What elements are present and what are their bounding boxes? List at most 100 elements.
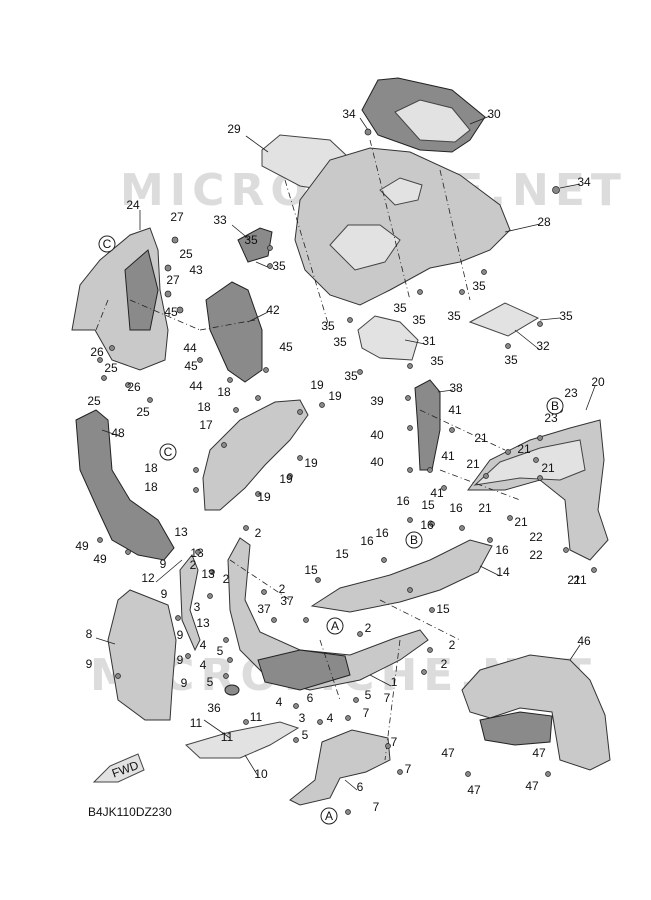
callout-2: 2 xyxy=(279,582,286,596)
callout-35: 35 xyxy=(412,313,426,327)
callout-9: 9 xyxy=(86,657,93,671)
part-28-hood xyxy=(294,147,511,306)
callout-19: 19 xyxy=(310,378,324,392)
callout-18: 18 xyxy=(217,385,231,399)
callout-49: 49 xyxy=(93,552,107,566)
callout-7: 7 xyxy=(391,735,398,749)
ref-marker-c: C xyxy=(98,235,116,253)
callout-37: 37 xyxy=(257,602,271,616)
centerline-1 xyxy=(284,179,331,331)
callout-17: 17 xyxy=(199,418,213,432)
ref-marker-label: A xyxy=(331,619,339,633)
ref-marker-label: C xyxy=(164,445,173,459)
callout-3: 3 xyxy=(194,600,201,614)
part-20-fender-face xyxy=(473,439,586,486)
callout-35: 35 xyxy=(321,319,335,333)
callout-35: 35 xyxy=(430,354,444,368)
callout-35: 35 xyxy=(559,309,573,323)
fwd-arrow: FWD xyxy=(92,753,145,783)
callout-13: 13 xyxy=(201,567,215,581)
callout-29: 29 xyxy=(227,122,241,136)
centerline-5 xyxy=(199,319,256,331)
callout-19: 19 xyxy=(279,472,293,486)
callout-21: 21 xyxy=(466,457,480,471)
callout-16: 16 xyxy=(360,534,374,548)
callout-44: 44 xyxy=(183,341,197,355)
centerline-8 xyxy=(439,469,521,501)
part-14-panel xyxy=(310,539,493,613)
part-31-bracket xyxy=(357,315,419,361)
callout-21: 21 xyxy=(474,431,488,445)
callout-15: 15 xyxy=(335,547,349,561)
part-46-cover-inner xyxy=(479,711,553,746)
callout-35: 35 xyxy=(472,279,486,293)
callout-4: 4 xyxy=(276,695,283,709)
callout-5: 5 xyxy=(302,728,309,742)
callout-9: 9 xyxy=(177,653,184,667)
centerline-7 xyxy=(419,409,506,451)
callout-21: 21 xyxy=(573,573,587,587)
callout-30: 30 xyxy=(487,107,501,121)
reference-markers: C C B B A A xyxy=(98,235,564,825)
part-32-plate xyxy=(468,302,540,337)
callout-46: 46 xyxy=(577,634,591,648)
callout-13: 13 xyxy=(196,616,210,630)
ref-marker-a: A xyxy=(320,807,338,825)
callout-15: 15 xyxy=(421,498,435,512)
callout-9: 9 xyxy=(181,676,188,690)
callout-19: 19 xyxy=(304,456,318,470)
callout-43: 43 xyxy=(189,263,203,277)
callout-16: 16 xyxy=(495,543,509,557)
callout-16: 16 xyxy=(449,501,463,515)
part-28-hood-window xyxy=(329,224,401,271)
callout-11: 11 xyxy=(221,730,234,744)
callout-38: 38 xyxy=(449,381,463,395)
ref-marker-label: C xyxy=(103,237,112,251)
part-36-grommet xyxy=(224,684,240,696)
callout-35: 35 xyxy=(333,335,347,349)
callout-11: 11 xyxy=(190,716,203,730)
callout-6: 6 xyxy=(357,780,364,794)
callout-20: 20 xyxy=(591,375,605,389)
callout-16: 16 xyxy=(375,526,389,540)
ref-marker-b: B xyxy=(405,531,423,549)
callout-15: 15 xyxy=(304,563,318,577)
part-8-panel xyxy=(107,589,177,721)
callout-4: 4 xyxy=(327,711,334,725)
ref-marker-b: B xyxy=(546,397,564,415)
callout-26: 26 xyxy=(90,345,104,359)
callout-35: 35 xyxy=(344,369,358,383)
callout-34: 34 xyxy=(577,175,591,189)
callout-9: 9 xyxy=(161,587,168,601)
ref-marker-label: A xyxy=(325,809,333,823)
callout-26: 26 xyxy=(127,380,141,394)
callout-6: 6 xyxy=(307,691,314,705)
callout-7: 7 xyxy=(405,762,412,776)
part-17-cowl xyxy=(202,399,309,511)
ref-marker-label: B xyxy=(410,533,418,547)
callout-22: 22 xyxy=(529,548,543,562)
callout-15: 15 xyxy=(436,602,450,616)
part-10-lip xyxy=(185,721,300,759)
callout-40: 40 xyxy=(370,428,384,442)
callout-24: 24 xyxy=(126,198,140,212)
callout-21: 21 xyxy=(517,442,531,456)
callout-19: 19 xyxy=(328,389,342,403)
centerline-2 xyxy=(369,139,411,301)
callout-5: 5 xyxy=(207,675,214,689)
leader-lines xyxy=(95,115,596,791)
callout-2: 2 xyxy=(441,657,448,671)
callout-41: 41 xyxy=(448,403,462,417)
callout-4: 4 xyxy=(200,658,207,672)
callout-36: 36 xyxy=(207,701,221,715)
part-13-frame xyxy=(179,554,201,652)
callout-23: 23 xyxy=(564,386,578,400)
callout-39: 39 xyxy=(370,394,384,408)
callout-22: 22 xyxy=(529,530,543,544)
callout-35: 35 xyxy=(447,309,461,323)
part-38-bracket xyxy=(414,379,441,471)
callout-45: 45 xyxy=(279,340,293,354)
callout-41: 41 xyxy=(441,449,455,463)
